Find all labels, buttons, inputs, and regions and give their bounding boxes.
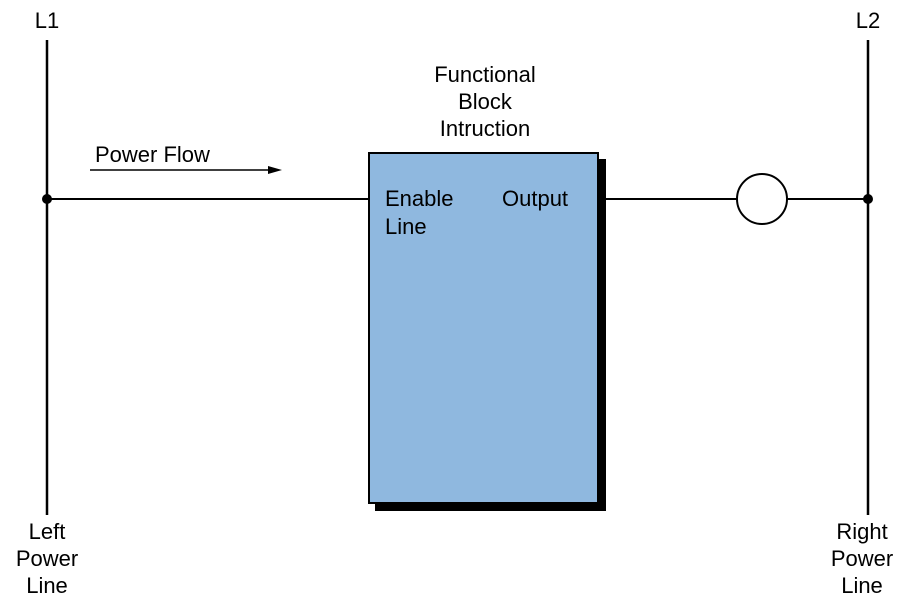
block-title-line-2: Block xyxy=(458,89,512,114)
output-coil-icon xyxy=(736,173,788,225)
output-label: Output xyxy=(502,186,569,211)
right-power-line-label-1: Right xyxy=(836,519,888,544)
l1-label: L1 xyxy=(34,8,60,33)
power-flow-label: Power Flow xyxy=(95,142,210,167)
arrow-right-icon xyxy=(90,166,282,174)
right-junction-dot xyxy=(863,194,873,204)
enable-line-label: Enable xyxy=(385,186,454,211)
enable-line-label-2: Line xyxy=(385,214,427,239)
right-power-line-label-2: Power xyxy=(830,546,894,571)
left-junction-dot xyxy=(42,194,52,204)
block-title-line-1: Functional xyxy=(434,62,536,87)
block-title-line-3: Intruction xyxy=(439,116,531,141)
right-power-line-label-3: Line xyxy=(841,573,883,598)
functional-block xyxy=(368,152,599,504)
left-power-line-label-2: Power xyxy=(15,546,79,571)
left-power-line-label-3: Line xyxy=(26,573,68,598)
left-power-line-label-1: Left xyxy=(28,519,66,544)
l2-label: L2 xyxy=(855,8,881,33)
